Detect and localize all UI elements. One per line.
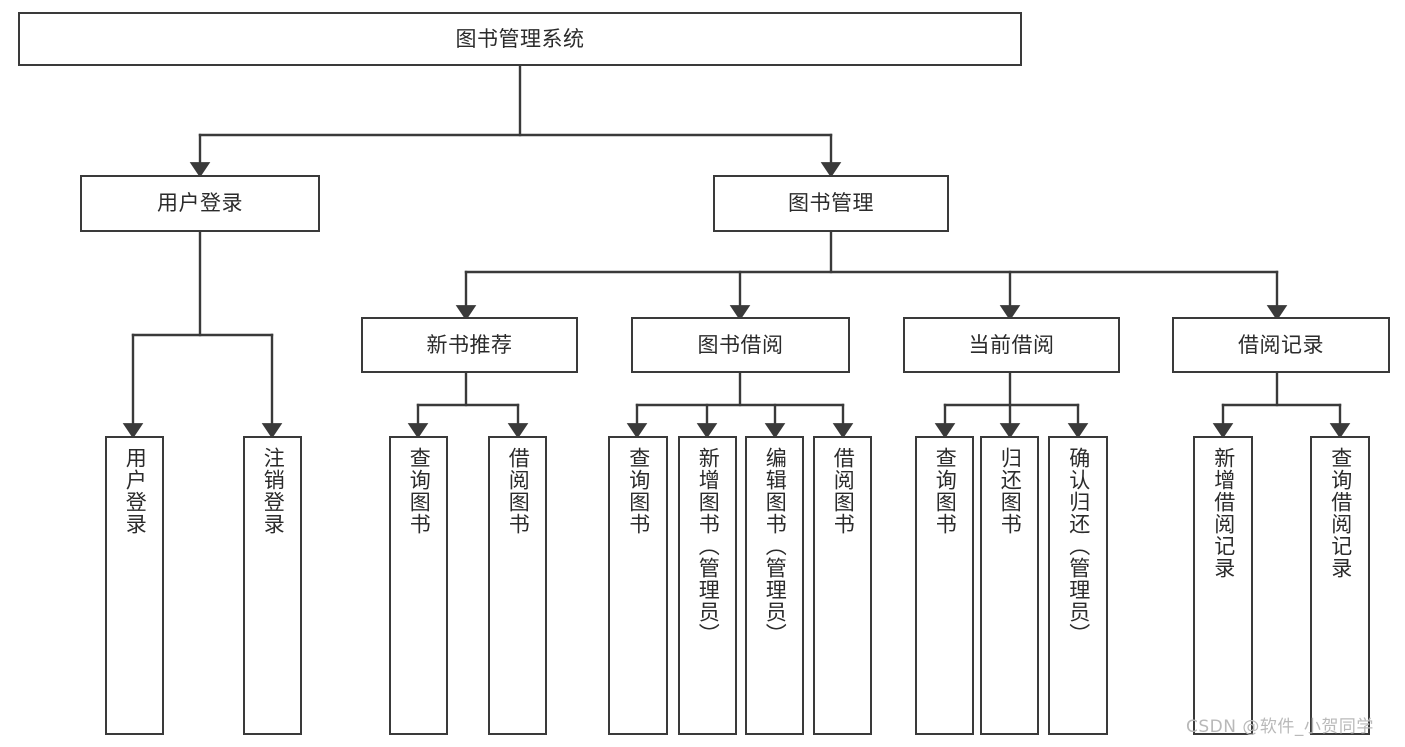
node-borrow-record[interactable]: 借阅记录	[1172, 317, 1390, 373]
node-leaf-confirm-return-admin[interactable]: 确认归还（管理员）	[1048, 436, 1108, 735]
node-leaf-query-book-borrow-label: 查询图书	[626, 447, 651, 535]
node-book-borrow[interactable]: 图书借阅	[631, 317, 850, 373]
node-leaf-return-book[interactable]: 归还图书	[980, 436, 1039, 735]
node-new-book-recommend[interactable]: 新书推荐	[361, 317, 578, 373]
node-leaf-query-book-cur-label: 查询图书	[933, 447, 958, 535]
node-leaf-edit-book-admin[interactable]: 编辑图书（管理员）	[745, 436, 804, 735]
node-leaf-query-record-label: 查询借阅记录	[1328, 447, 1353, 579]
node-leaf-add-book-admin[interactable]: 新增图书（管理员）	[678, 436, 737, 735]
node-leaf-user-login[interactable]: 用户登录	[105, 436, 164, 735]
node-user-login[interactable]: 用户登录	[80, 175, 320, 232]
node-leaf-add-record-label: 新增借阅记录	[1211, 447, 1236, 579]
node-borrow-record-label: 借阅记录	[1238, 332, 1324, 357]
node-leaf-query-book-cur[interactable]: 查询图书	[915, 436, 974, 735]
node-leaf-logout-label: 注销登录	[261, 447, 286, 535]
node-current-borrow[interactable]: 当前借阅	[903, 317, 1120, 373]
node-new-book-recommend-label: 新书推荐	[426, 332, 513, 357]
node-leaf-borrow-book-label: 借阅图书	[831, 447, 856, 535]
node-user-login-label: 用户登录	[157, 191, 243, 216]
node-root[interactable]: 图书管理系统	[18, 12, 1022, 66]
node-leaf-borrow-book[interactable]: 借阅图书	[813, 436, 872, 735]
node-leaf-query-book-borrow[interactable]: 查询图书	[608, 436, 668, 735]
node-leaf-add-book-admin-label: 新增图书（管理员）	[696, 447, 721, 645]
node-root-label: 图书管理系统	[455, 26, 585, 51]
node-leaf-edit-book-admin-label: 编辑图书（管理员）	[763, 447, 788, 645]
node-leaf-borrow-book-rec-label: 借阅图书	[506, 447, 531, 535]
node-current-borrow-label: 当前借阅	[968, 332, 1055, 357]
node-leaf-return-book-label: 归还图书	[998, 447, 1023, 535]
node-leaf-confirm-return-admin-label: 确认归还（管理员）	[1066, 447, 1091, 645]
node-book-borrow-label: 图书借阅	[697, 332, 784, 357]
node-leaf-user-login-label: 用户登录	[123, 447, 148, 535]
node-leaf-logout[interactable]: 注销登录	[243, 436, 302, 735]
node-leaf-query-book-rec[interactable]: 查询图书	[389, 436, 448, 735]
node-book-manage-label: 图书管理	[788, 191, 874, 216]
node-leaf-borrow-book-rec[interactable]: 借阅图书	[488, 436, 547, 735]
node-leaf-query-record[interactable]: 查询借阅记录	[1310, 436, 1370, 735]
node-leaf-query-book-rec-label: 查询图书	[407, 447, 432, 535]
node-leaf-add-record[interactable]: 新增借阅记录	[1193, 436, 1253, 735]
node-book-manage[interactable]: 图书管理	[713, 175, 949, 232]
